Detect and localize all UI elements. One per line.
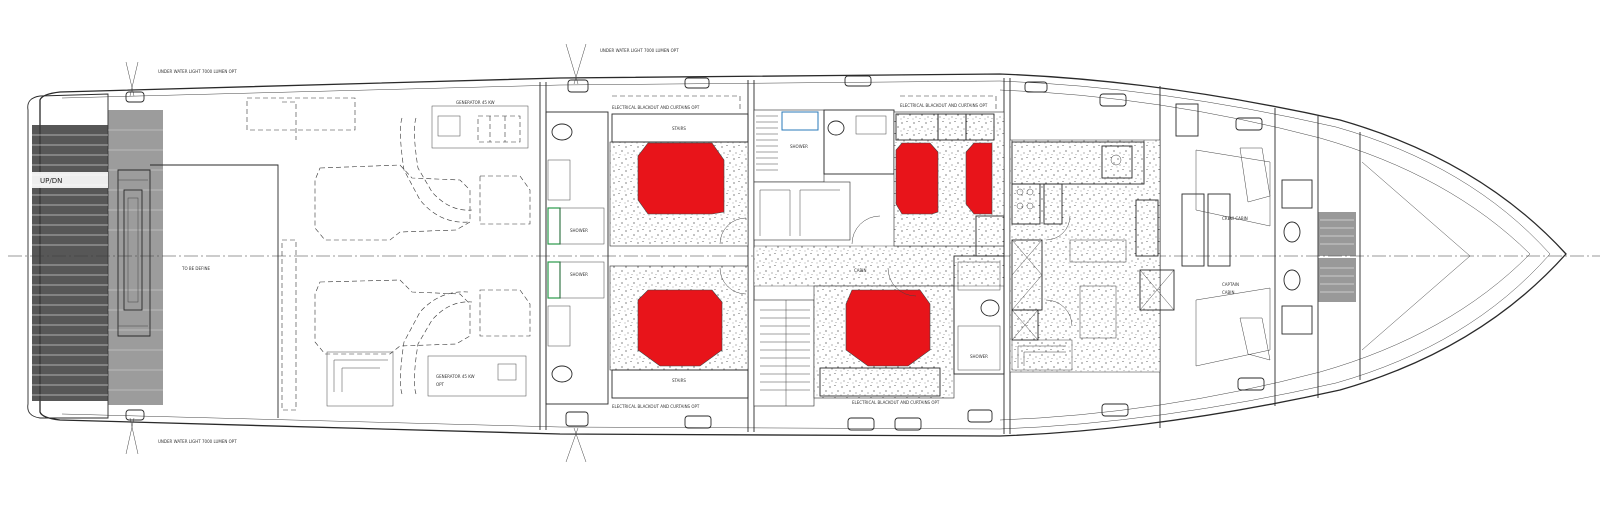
berth-mid-port-b — [965, 142, 993, 215]
crew-quarters: CREW CABIN CAPTAIN CABIN — [1175, 103, 1313, 367]
bow-locker — [1318, 161, 1471, 351]
underwater-light-label-top-mid: UNDER WATER LIGHT 7000 LUMEN OPT — [600, 48, 679, 53]
corridor: SHOWER — [753, 109, 1005, 407]
underwater-light-top-left: UNDER WATER LIGHT 7000 LUMEN OPT — [125, 61, 237, 103]
aft-heads: SHOWER SHOWER — [545, 111, 609, 405]
forward-heads: SHOWER — [953, 215, 1005, 375]
crew-cabin-label: CREW CABIN — [1222, 216, 1248, 221]
swim-platform: UP/DN — [27, 93, 163, 419]
generator-bottom-label-1: GENERATOR 45 KW — [436, 374, 475, 379]
berth-mid-stbd — [845, 289, 931, 367]
shower-stbd-label: SHOWER — [570, 272, 588, 277]
underwater-light-top-mid: UNDER WATER LIGHT 7000 LUMEN OPT — [565, 43, 679, 93]
engine-room: GENERATOR 45 KW GENERATOR 45 KW OPT — [246, 97, 531, 411]
portholes — [684, 75, 1265, 431]
up-dn-label: UP/DN — [40, 177, 62, 185]
generator-bottom-label-2: OPT — [436, 382, 445, 387]
aft-guest-cabins: STAIRS STAIRS ELECTRICAL BLACKOUT AND CU… — [609, 95, 749, 409]
stairs-top-label: STAIRS — [672, 126, 686, 131]
curtain-bottom-left-label: ELECTRICAL BLACKOUT AND CURTAINS OPT — [612, 404, 700, 409]
stairs-bottom-label: STAIRS — [672, 378, 686, 383]
mid-guest-cabins: ELECTRICAL BLACKOUT AND CURTAINS OPT CAB… — [813, 95, 1005, 405]
shower-center-label: SHOWER — [790, 144, 808, 149]
shower-port-label: SHOWER — [570, 228, 588, 233]
captain-cabin-label-2: CABIN — [1222, 290, 1234, 295]
berth-mid-port-a — [895, 142, 939, 215]
curtain-bottom-right-label: ELECTRICAL BLACKOUT AND CURTAINS OPT — [852, 400, 940, 405]
underwater-light-bottom-mid — [565, 411, 589, 463]
tender-garage: TO BE DEFINE — [117, 164, 279, 418]
generator-top-label: GENERATOR 45 KW — [456, 100, 495, 105]
to-be-define-label: TO BE DEFINE — [181, 266, 210, 271]
shower-fwd-label: SHOWER — [970, 354, 988, 359]
galley — [1009, 139, 1175, 373]
curtain-top-left-label: ELECTRICAL BLACKOUT AND CURTAINS OPT — [612, 105, 700, 110]
door-swings — [719, 215, 1073, 327]
underwater-light-label-bottom-left: UNDER WATER LIGHT 7000 LUMEN OPT — [158, 439, 237, 444]
cabin-label: CABIN — [854, 268, 866, 273]
curtain-top-right-label: ELECTRICAL BLACKOUT AND CURTAINS OPT — [900, 103, 988, 108]
berth-aft-stbd — [637, 289, 723, 367]
underwater-light-bottom-left: UNDER WATER LIGHT 7000 LUMEN OPT — [125, 409, 237, 455]
captain-cabin-label-1: CAPTAIN — [1222, 282, 1239, 287]
berth-aft-port — [637, 142, 725, 215]
underwater-light-label-top-left: UNDER WATER LIGHT 7000 LUMEN OPT — [158, 69, 237, 74]
